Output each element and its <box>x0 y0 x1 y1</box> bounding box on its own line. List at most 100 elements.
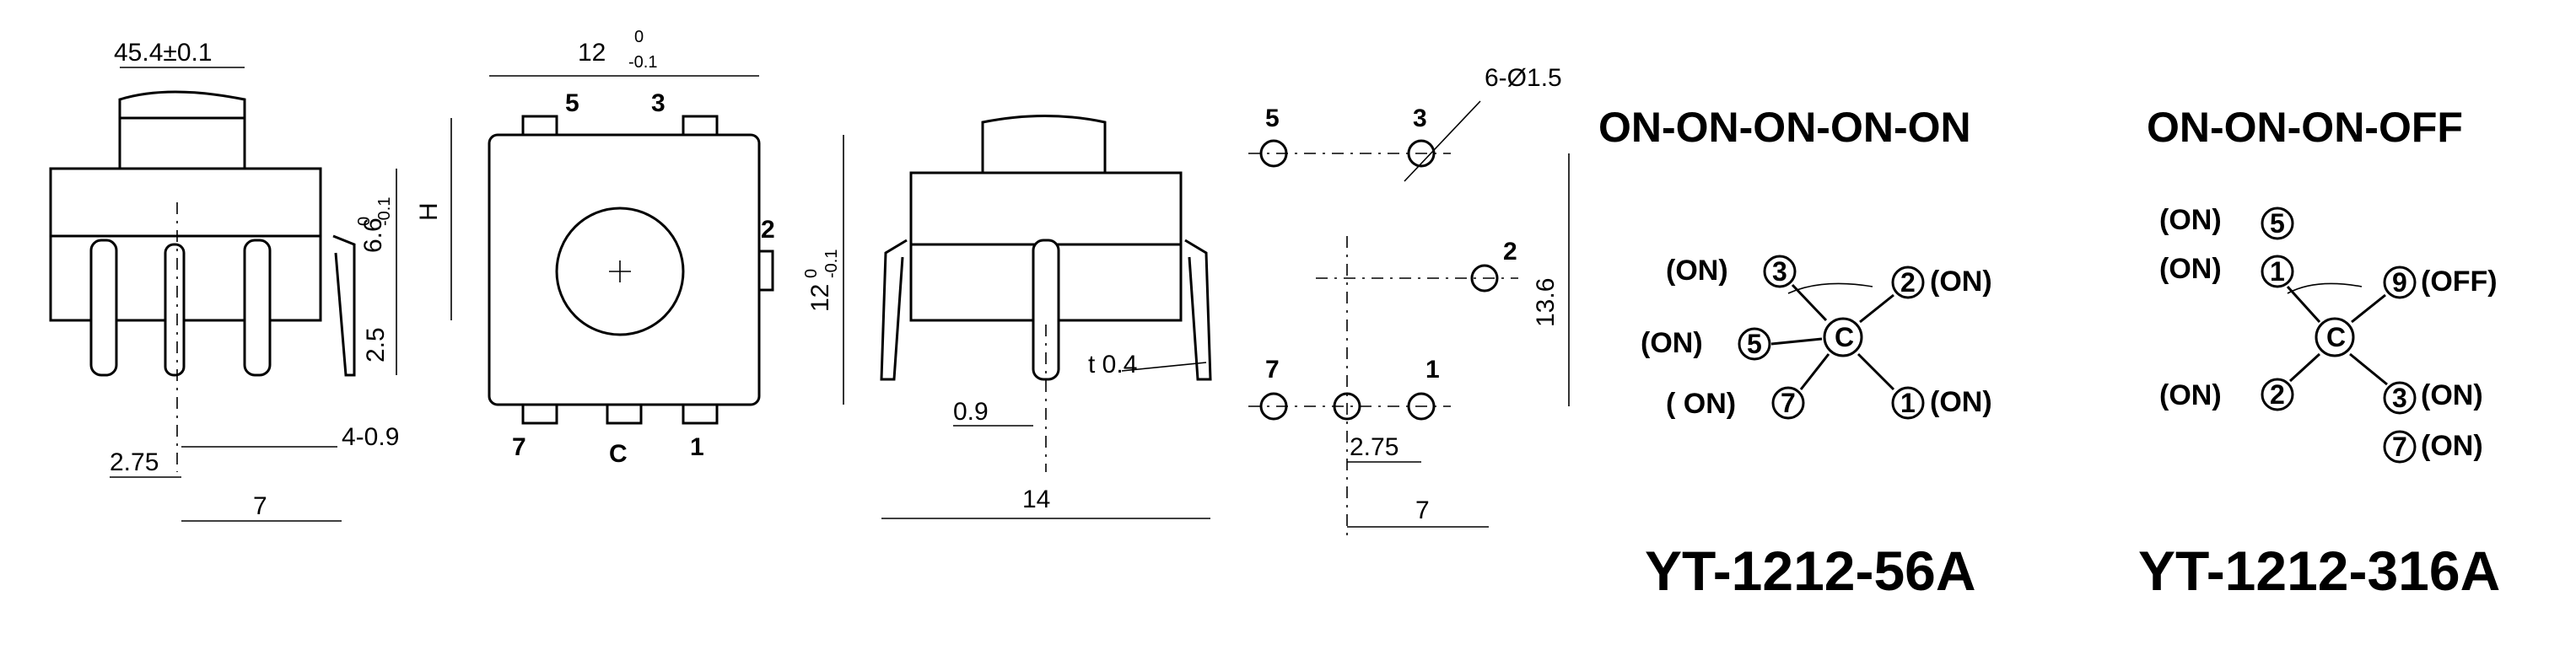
hole-2 <box>1470 264 1499 293</box>
footprint-pin-7: 7 <box>1265 356 1280 384</box>
variant-a-label-3: (ON) <box>1666 255 1728 287</box>
variant-b-rotation-arc <box>2287 282 2363 294</box>
dim-depth-tol-dn: -0.1 <box>822 250 841 278</box>
pin-middle <box>164 243 186 377</box>
variant-a-pin-2: 2 <box>1900 267 1916 298</box>
dim-thickness: t 0.4 <box>1088 351 1137 378</box>
actuator-right <box>981 115 1107 173</box>
pin-left <box>89 239 118 377</box>
variant-b-pin-1: 1 <box>2270 256 2285 287</box>
variant-b-center: C <box>2326 322 2346 352</box>
dim-depth-main: 12 <box>806 284 834 312</box>
variant-a-pin-1: 1 <box>1900 388 1916 418</box>
variant-b-arrow-1 <box>2286 285 2321 324</box>
variant-b-label-9: (OFF) <box>2421 266 2498 298</box>
tab-C <box>606 403 643 425</box>
actuator-circle <box>555 207 685 336</box>
pin-label-5: 5 <box>565 89 579 117</box>
variant-a-pin-7-circle <box>1771 386 1805 420</box>
dim-footprint-span: 13.6 <box>1532 278 1560 327</box>
variant-b-pin-9-circle <box>2383 266 2417 299</box>
switch-body-lower <box>49 234 322 322</box>
variant-a-arrow-5 <box>1770 337 1823 346</box>
pin-label-1: 1 <box>690 433 704 461</box>
variant-a-title: ON-ON-ON-ON-ON <box>1598 104 1971 151</box>
variant-a-center-circle <box>1823 317 1863 357</box>
variant-a: ON-ON-ON-ON-ON C 3 (ON) 2 (ON) 5 (ON) 7 … <box>1598 104 1992 602</box>
variant-b-pin-5: 5 <box>2270 208 2285 239</box>
variant-b-label-2: (ON) <box>2159 379 2222 411</box>
variant-b: ON-ON-ON-OFF C 5 (ON) 1 (ON) 9 (OFF) 2 (… <box>2138 104 2500 602</box>
dim-holes: 6-Ø1.5 <box>1485 64 1562 92</box>
variant-b-label-7: (ON) <box>2421 430 2483 462</box>
variant-b-pin-3: 3 <box>2392 383 2407 413</box>
dim-pitch-half: 2.75 <box>110 448 159 476</box>
variant-b-pin-7: 7 <box>2392 432 2407 462</box>
tab-5 <box>521 115 558 137</box>
variant-a-label-2: (ON) <box>1930 266 1992 298</box>
footprint-pin-1: 1 <box>1425 356 1440 384</box>
dim-footprint-half: 2.75 <box>1350 433 1398 461</box>
actuator-body <box>118 116 246 170</box>
dim-pin-len: 2.5 <box>362 327 390 362</box>
dim-pin-width: 4-0.9 <box>342 423 399 451</box>
dim-line-thickness <box>1121 362 1207 372</box>
tab-3 <box>682 115 719 137</box>
dim-H: H <box>415 202 443 221</box>
variant-b-label-5: (ON) <box>2159 204 2222 236</box>
dim-width-tol-up: 0 <box>634 28 644 46</box>
dim-pitch: 7 <box>253 492 267 520</box>
dim-footprint-span-group: 13.6 <box>1532 278 1560 327</box>
top-body <box>488 133 761 406</box>
variant-b-pin-2-circle <box>2261 378 2294 411</box>
variant-b-arrow-2 <box>2288 352 2321 383</box>
dim-width-main: 12 <box>578 39 606 67</box>
footprint-pin-2: 2 <box>1503 238 1517 266</box>
variant-b-pin-7-circle <box>2383 430 2417 464</box>
variant-a-model: YT-1212-56A <box>1645 539 1976 602</box>
variant-a-arrow-2 <box>1859 293 1894 324</box>
footprint: 6-Ø1.5 13.6 2.75 7 5 3 2 7 1 <box>1248 64 1570 539</box>
tab-2 <box>757 250 774 292</box>
variant-b-title: ON-ON-ON-OFF <box>2147 104 2463 151</box>
variant-b-label-1: (ON) <box>2159 253 2222 285</box>
dim-height-tol-dn: -0.1 <box>375 197 394 226</box>
body-right-upper <box>909 171 1183 246</box>
variant-a-pin-7: 7 <box>1781 388 1796 418</box>
variant-b-pin-3-circle <box>2383 381 2417 415</box>
dim-height-group: 6.6 0 -0.1 <box>355 197 394 253</box>
variant-b-center-circle <box>2315 317 2355 357</box>
variant-a-pin-3: 3 <box>1772 256 1787 287</box>
tab-left-right-view <box>880 239 908 381</box>
pin-label-7: 7 <box>512 433 526 461</box>
variant-a-arrow-3 <box>1791 283 1828 322</box>
variant-a-pin-2-circle <box>1891 266 1925 299</box>
variant-b-pin-9: 9 <box>2392 267 2407 298</box>
variant-b-pin-5-circle <box>2261 207 2294 240</box>
variant-b-arrow-9 <box>2351 293 2386 324</box>
switch-body-upper <box>49 167 322 238</box>
variant-a-arrow-1 <box>1857 352 1895 391</box>
side-view-right: t 0.4 0.9 14 <box>880 115 1212 519</box>
variant-b-arrow-3 <box>2349 352 2388 386</box>
footprint-pin-5: 5 <box>1265 105 1280 132</box>
tab-7 <box>521 403 558 425</box>
variant-b-pin-2: 2 <box>2270 379 2285 410</box>
dim-depth-group: 12 0 -0.1 <box>802 250 841 312</box>
dim-pin-len-group: 2.5 <box>362 327 390 362</box>
dim-footprint-pitch: 7 <box>1415 497 1430 524</box>
variant-a-pin-3-circle <box>1763 255 1797 288</box>
variant-a-label-5: (ON) <box>1641 327 1703 359</box>
variant-a-center: C <box>1835 322 1854 352</box>
dim-height-tol-up: 0 <box>355 217 374 226</box>
variant-b-model: YT-1212-316A <box>2138 539 2500 602</box>
dim-height-main: 6.6 <box>359 217 387 253</box>
tab-1 <box>682 403 719 425</box>
dim-width-tol-dn: -0.1 <box>628 53 657 72</box>
pin-right-view <box>1032 239 1060 381</box>
actuator-outline <box>118 90 246 118</box>
pin-label-C: C <box>609 440 628 468</box>
pin-label-3: 3 <box>651 89 666 117</box>
dim-top: 45.4±0.1 <box>114 39 213 67</box>
